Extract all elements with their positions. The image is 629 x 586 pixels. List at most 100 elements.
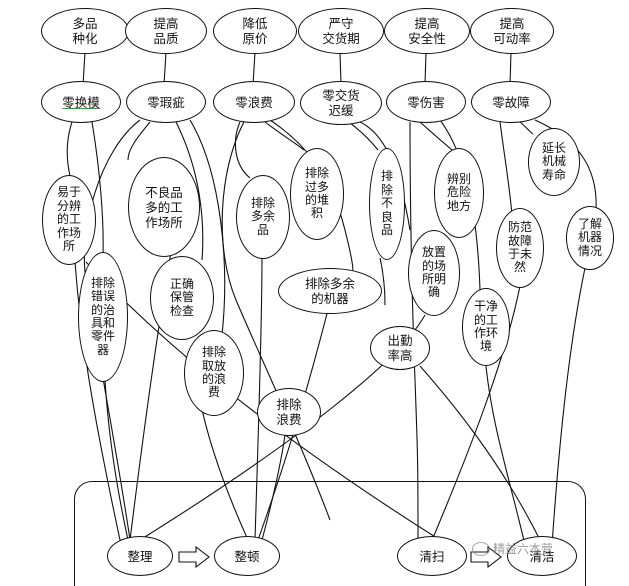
link-defect-workplace: [127, 121, 151, 161]
zero-defect-label: 零瑕疵: [147, 94, 185, 110]
link-easy-sort: [74, 261, 121, 541]
measure-clear-place-label: 放置 的场 所明 确: [421, 245, 446, 300]
measure-remove-defects-label: 排 除 不 良 品: [380, 169, 393, 238]
measure-remove-excess-machines: 排除多余 的机器: [278, 268, 382, 314]
link-goal-zero-1: [82, 51, 86, 86]
zero-delivery-delay: 零交货 迟缓: [300, 81, 382, 125]
measure-clean-env: 干净 的工 作环 境: [462, 288, 510, 366]
wechat-icon: [472, 541, 490, 556]
step-sort: 整理: [107, 536, 173, 576]
link-defects-down: [379, 257, 386, 306]
link-defect-taking: [189, 119, 226, 336]
link-goal-zero-6: [509, 51, 512, 86]
measure-prevent-fault-label: 防范 故障 于未 然: [507, 220, 532, 275]
measure-extend-life-label: 延长 机械 寿命: [541, 140, 566, 182]
goal-delivery-label: 严守 交货期: [322, 16, 360, 46]
measure-remove-waste-label: 排除 浪费: [276, 397, 302, 427]
measure-easy-workplace: 易于 分辨 的工 作场 所: [42, 175, 96, 265]
measure-proper-storage: 正确 保管 检查: [150, 256, 214, 340]
step-set: 整顿: [214, 536, 280, 576]
link-cleanenv-clean: [484, 354, 526, 546]
measure-attendance: 出勤 率高: [370, 326, 430, 370]
zero-injury: 零伤害: [386, 81, 466, 123]
link-goal-zero-4: [339, 51, 342, 86]
step-sweep: 清扫: [397, 536, 467, 576]
link-stock-set: [254, 256, 263, 541]
zero-changeover: 零换模: [41, 81, 121, 123]
measure-clear-place: 放置 的场 所明 确: [408, 230, 460, 316]
measure-easy-workplace-label: 易于 分辨 的工 作场 所: [56, 185, 81, 254]
goal-variety-label: 多品 种化: [72, 16, 98, 46]
measure-remove-excess-stock-label: 排除 多余 品: [250, 195, 275, 237]
measure-remove-excess-machines-label: 排除多余 的机器: [304, 276, 355, 306]
link-tools-sort: [104, 379, 129, 541]
measure-remove-overstock-label: 排除 过多 的堆 积: [304, 166, 329, 221]
measure-attendance-label: 出勤 率高: [387, 333, 413, 363]
zero-changeover-label: 零换模: [62, 94, 100, 110]
zero-breakdown: 零故障: [471, 81, 551, 123]
link-prevent-sweep: [429, 285, 521, 546]
measure-remove-excess-stock: 排除 多余 品: [236, 175, 290, 259]
measure-remove-wrong-tools-label: 排除 错误 的治 具和 零件 器: [90, 275, 115, 357]
goal-safety-label: 提高 安全性: [408, 16, 446, 46]
link-attendance-clean: [419, 365, 541, 541]
measure-identify-hazard: 辨别 危险 地方: [434, 148, 484, 238]
step-sweep-label: 清扫: [419, 548, 445, 564]
5s-frame: [74, 481, 586, 586]
link-goal-zero-5: [424, 51, 427, 86]
link-goal-zero-2: [163, 51, 167, 86]
link-defect-storage: [175, 121, 204, 261]
zero-injury-label: 零伤害: [407, 94, 445, 110]
measure-clean-env-label: 干净 的工 作环 境: [473, 299, 498, 354]
measure-remove-overstock: 排除 过多 的堆 积: [290, 148, 344, 240]
watermark: 精益六本营: [472, 540, 553, 557]
zero-breakdown-label: 零故障: [492, 94, 530, 110]
zero-delivery-delay-label: 零交货 迟缓: [322, 88, 360, 118]
link-waste-stock: [234, 121, 251, 179]
link-know-clean: [551, 267, 586, 546]
link-waste-long1: [221, 119, 331, 521]
link-breakdown-know: [534, 119, 597, 211]
measure-remove-waste-taking-label: 排除 取放 的浪 费: [201, 345, 226, 400]
link-breakdown-life: [519, 121, 534, 135]
goal-availability-label: 提高 可动率: [493, 16, 531, 46]
measure-defect-workplace: 不良品 多的工 作场所: [128, 157, 200, 257]
goal-quality: 提高 品质: [125, 8, 207, 54]
watermark-text: 精益六本营: [493, 542, 554, 556]
measure-proper-storage-label: 正确 保管 检查: [169, 276, 194, 318]
measure-prevent-fault: 防范 故障 于未 然: [496, 208, 544, 288]
measure-remove-wrong-tools: 排除 错误 的治 具和 零件 器: [78, 252, 128, 382]
step-set-label: 整顿: [234, 548, 260, 564]
link-goal-zero-3: [252, 51, 256, 86]
link-taking-set: [199, 399, 249, 541]
link-waste-overstock: [264, 121, 305, 151]
measure-remove-waste-taking: 排除 取放 的浪 费: [184, 330, 244, 416]
step-clean-label: 清洁: [529, 548, 555, 564]
measure-extend-life: 延长 机械 寿命: [528, 128, 580, 196]
step-clean: 清洁: [507, 536, 577, 576]
measure-know-machine: 了解 机器 情况: [566, 206, 614, 270]
link-breakdown-prevent: [499, 121, 513, 216]
goal-variety: 多品 种化: [41, 8, 129, 54]
measure-remove-defects: 排 除 不 良 品: [369, 148, 405, 260]
link-waste2-set: [261, 434, 286, 541]
goal-cost: 降低 原价: [213, 8, 297, 54]
link-changeover-tools: [91, 121, 104, 255]
zero-waste-label: 零浪费: [235, 94, 273, 110]
arrow-right-icon: [178, 546, 210, 568]
measure-defect-workplace-label: 不良品 多的工 作场所: [145, 184, 183, 230]
goal-availability: 提高 可动率: [470, 8, 554, 54]
measure-identify-hazard-label: 辨别 危险 地方: [446, 171, 471, 213]
goal-safety: 提高 安全性: [384, 8, 470, 54]
link-delivery-defects: [345, 119, 379, 151]
link-changeover-easy: [66, 121, 73, 177]
step-sort-label: 整理: [127, 548, 153, 564]
measure-remove-waste: 排除 浪费: [257, 388, 321, 436]
zero-defect: 零瑕疵: [126, 81, 206, 123]
measure-know-machine-label: 了解 机器 情况: [577, 216, 602, 258]
goal-quality-label: 提高 品质: [153, 16, 179, 46]
goal-cost-label: 降低 原价: [242, 16, 268, 46]
zero-waste: 零浪费: [213, 81, 295, 123]
goal-delivery: 严守 交货期: [298, 8, 384, 54]
